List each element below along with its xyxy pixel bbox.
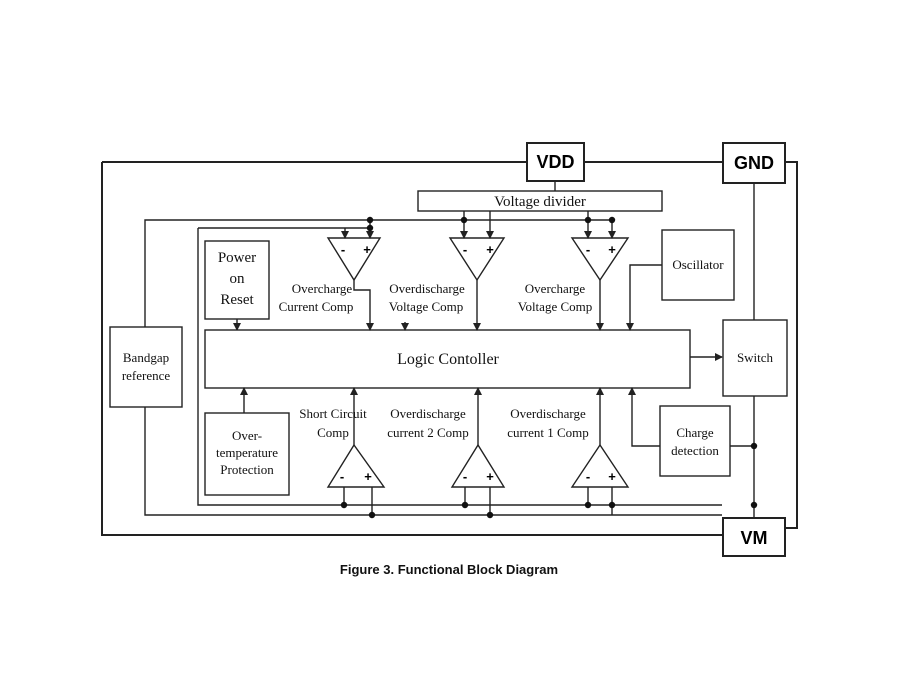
comp3-minus: - <box>586 242 590 257</box>
switch-label: Switch <box>737 350 774 365</box>
voltage-divider-label: Voltage divider <box>494 194 586 210</box>
vm-pin: VM <box>722 517 786 557</box>
comp1-plus: + <box>363 242 371 257</box>
comp4-label-line1: Short Circuit <box>299 406 367 421</box>
top-junction-dots <box>366 216 616 232</box>
logic-controller-label: Logic Contoller <box>397 351 499 368</box>
switch-block: Switch <box>722 183 788 518</box>
charge-detection-block: Charge detection <box>628 387 754 477</box>
comp2-label-line1: Overdischarge <box>389 281 465 296</box>
comp2-plus: + <box>486 242 494 257</box>
gnd-pin-label: GND <box>734 153 774 173</box>
comp1-minus: - <box>341 242 345 257</box>
comparator-overdischarge-current-1: - + Overdischarge current 1 Comp <box>507 387 630 515</box>
gnd-pin: GND <box>722 142 786 184</box>
over-temperature-protection-block: Over- temperature Protection <box>204 387 290 496</box>
vdd-pin: VDD <box>526 142 585 182</box>
comp6-label-line2: current 1 Comp <box>507 425 589 440</box>
bottom-junction-dots <box>340 442 758 519</box>
comp2-label-line2: Voltage Comp <box>389 299 464 314</box>
por-label-line3: Reset <box>220 292 254 308</box>
charge-detection-label-line2: detection <box>671 443 719 458</box>
comp1-label-line2: Current Comp <box>279 299 354 314</box>
charge-detection-label-line1: Charge <box>676 425 714 440</box>
comp6-minus: - <box>586 469 590 484</box>
comp4-label-line2: Comp <box>317 425 349 440</box>
bandgap-label-line1: Bandgap <box>123 350 169 365</box>
comparator-overcharge-voltage: - + Overcharge Voltage Comp <box>518 211 630 331</box>
por-label-line1: Power <box>218 250 256 266</box>
vm-pin-label: VM <box>741 528 768 548</box>
logic-controller-block: Logic Contoller <box>204 329 723 389</box>
comp3-label-line1: Overcharge <box>525 281 586 296</box>
vdd-pin-label: VDD <box>536 152 574 172</box>
comp1-label-line1: Overcharge <box>292 281 353 296</box>
otp-label-line2: temperature <box>216 445 278 460</box>
comp3-plus: + <box>608 242 616 257</box>
comp5-label-line1: Overdischarge <box>390 406 466 421</box>
comp4-plus: + <box>364 469 372 484</box>
voltage-divider-block: Voltage divider <box>417 181 663 212</box>
comparator-short-circuit: - + Short Circuit Comp <box>299 387 386 515</box>
comp3-label-line2: Voltage Comp <box>518 299 593 314</box>
comp5-plus: + <box>486 469 494 484</box>
oscillator-label: Oscillator <box>672 257 724 272</box>
comparator-overdischarge-current-2: - + Overdischarge current 2 Comp <box>387 387 506 515</box>
comp5-label-line2: current 2 Comp <box>387 425 469 440</box>
oscillator-block: Oscillator <box>626 229 735 331</box>
outer-frame-wires <box>101 161 798 536</box>
figure-caption: Figure 3. Functional Block Diagram <box>340 562 558 577</box>
comp6-plus: + <box>608 469 616 484</box>
por-label-line2: on <box>230 271 246 287</box>
inner-frame-wires <box>144 219 722 516</box>
power-on-reset-block: Power on Reset <box>204 240 270 331</box>
comp2-minus: - <box>463 242 467 257</box>
comparator-overdischarge-voltage: - + Overdischarge Voltage Comp <box>389 211 506 331</box>
comparator-overcharge-current: - + Overcharge Current Comp <box>279 220 382 331</box>
otp-label-line3: Protection <box>220 462 274 477</box>
comp5-minus: - <box>463 469 467 484</box>
bandgap-label-line2: reference <box>122 368 171 383</box>
otp-label-line1: Over- <box>232 428 262 443</box>
bandgap-reference-block: Bandgap reference <box>109 326 183 408</box>
comp6-label-line1: Overdischarge <box>510 406 586 421</box>
comp4-minus: - <box>340 469 344 484</box>
